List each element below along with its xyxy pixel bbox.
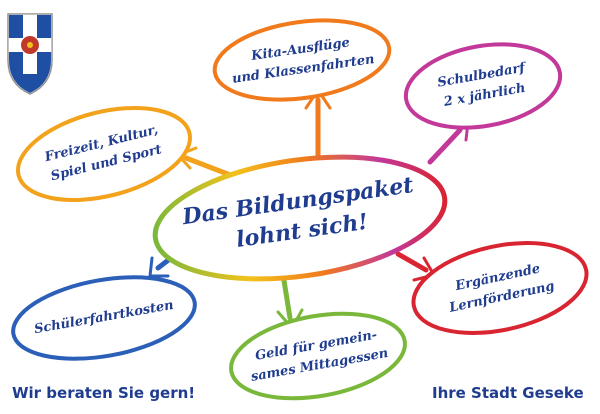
- footer-right: Ihre Stadt Geseke: [432, 384, 584, 402]
- lernfoerderung-ellipse: [411, 241, 589, 335]
- coat-of-arms-icon: [7, 13, 53, 96]
- schuelerfahrt-ellipse: [11, 275, 197, 361]
- footer-left: Wir beraten Sie gern!: [12, 384, 196, 402]
- schulbedarf-ellipse: [403, 42, 563, 130]
- mittagessen-ellipse: [229, 311, 407, 401]
- center-ellipse: [152, 154, 448, 282]
- kita-ellipse: [212, 18, 392, 102]
- freizeit-ellipse: [16, 106, 192, 202]
